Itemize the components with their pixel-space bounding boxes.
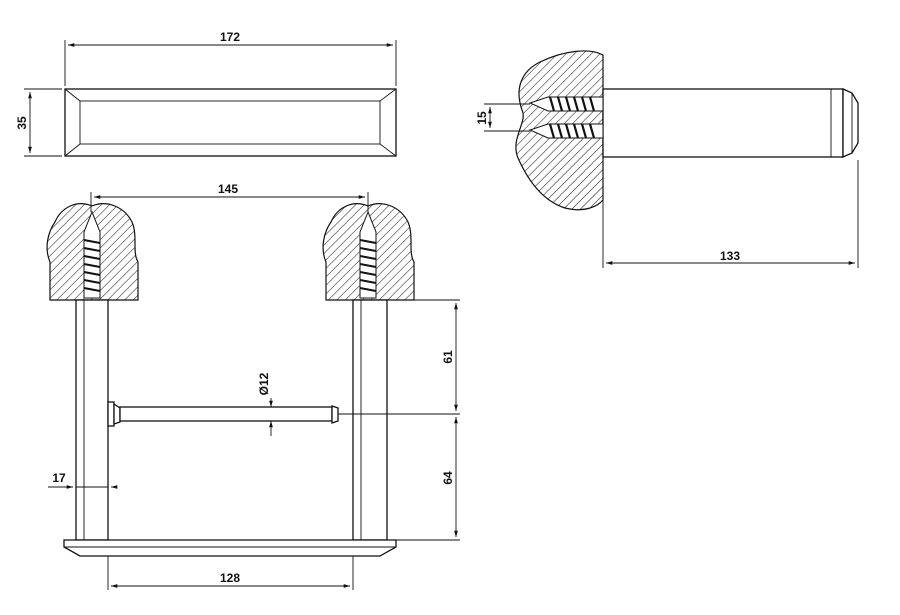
dim-side-depth: 133	[720, 249, 740, 263]
dim-rod-diameter: Ø12	[257, 372, 271, 395]
front-view: Ø12 145 61 64 17 128	[46, 182, 460, 590]
side-view: 15 133	[475, 50, 859, 268]
dim-upper-height: 61	[441, 350, 455, 364]
front-plug-left	[83, 210, 101, 299]
dim-top-width: 172	[220, 30, 240, 44]
top-view: 172 35	[15, 30, 397, 157]
dim-plug-spacing: 15	[475, 111, 489, 125]
wall-plug-lower	[528, 123, 604, 139]
dim-bracket-span: 145	[218, 182, 238, 196]
dim-lower-height: 64	[441, 471, 455, 485]
dim-top-height: 35	[15, 116, 29, 130]
dim-post-offset: 17	[52, 471, 66, 485]
wall-plug-upper	[528, 96, 604, 112]
dim-post-spacing: 128	[220, 571, 240, 585]
front-plug-right	[359, 210, 377, 299]
